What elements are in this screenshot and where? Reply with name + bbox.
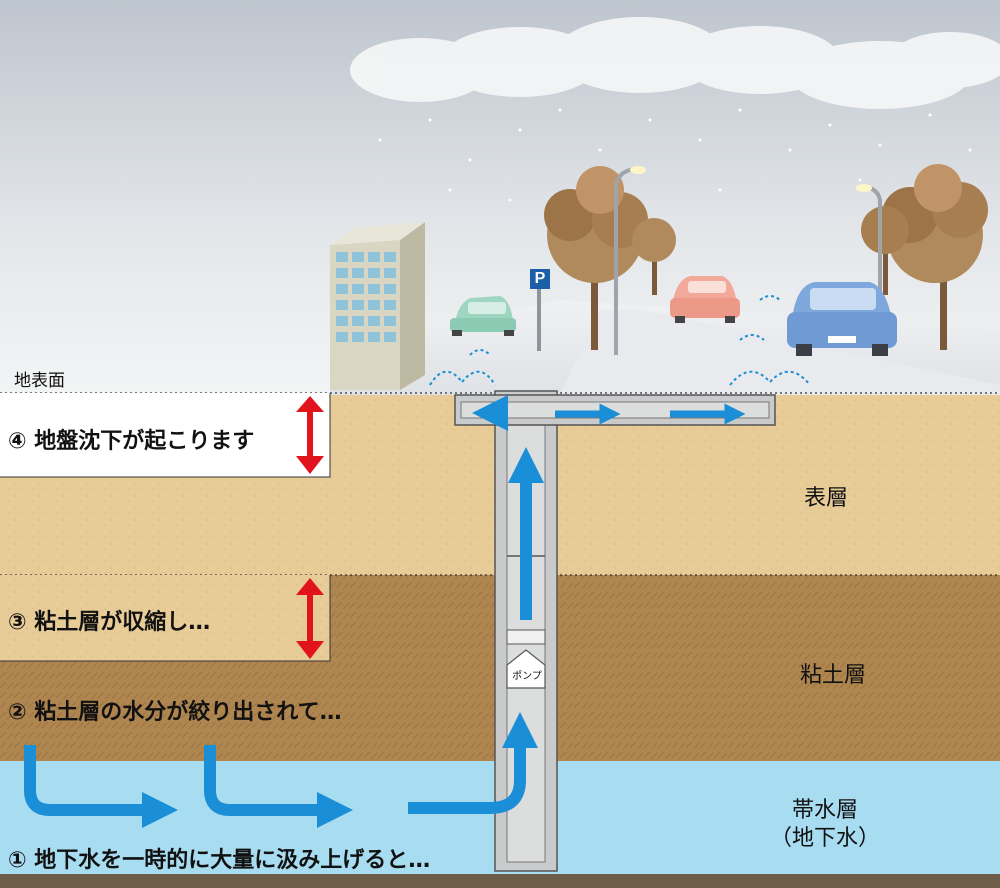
flow-arrow-2 xyxy=(204,745,353,828)
building-icon xyxy=(330,222,425,390)
aquifer-label-line2: （地下水） xyxy=(770,826,881,851)
step4-label: ④ 地盤沈下が起こります xyxy=(8,429,255,454)
pump-box xyxy=(506,649,546,689)
clay-layer-label: 粘土層 xyxy=(800,663,867,688)
sprinkler-icon xyxy=(429,295,811,386)
subsidence-arrow-clay xyxy=(296,578,324,659)
step1-label: ① 地下水を一時的に大量に汲み上げると… xyxy=(8,848,431,873)
tree-icon xyxy=(882,164,988,350)
aquifer-layer-label: 帯水層 （地下水） xyxy=(770,797,880,853)
car-icon xyxy=(670,276,740,323)
cloud-icon xyxy=(350,17,1000,109)
subsidence-arrow-top xyxy=(296,396,324,474)
parking-sign-pole xyxy=(537,289,541,351)
bedrock-layer xyxy=(0,874,1000,888)
ground-surface-label: 地表面 xyxy=(14,371,65,391)
car-icon xyxy=(450,296,516,336)
tree-icon xyxy=(632,218,676,295)
compressed-clay-area xyxy=(0,575,330,661)
step3-label: ③ 粘土層が収縮し… xyxy=(8,610,211,635)
flow-arrow-1 xyxy=(24,745,178,828)
aquifer-label-line1: 帯水層 xyxy=(791,798,858,823)
snowfall xyxy=(378,108,972,202)
parking-sign: P xyxy=(530,269,550,289)
step2-label: ② 粘土層の水分が絞り出されて… xyxy=(8,700,342,725)
flow-arrow-3 xyxy=(408,712,538,814)
tree-icon xyxy=(544,166,648,350)
car-icon xyxy=(787,282,897,356)
pump-label: ポンプ xyxy=(512,671,542,682)
tree-icon xyxy=(861,206,909,295)
surface-layer-label: 表層 xyxy=(804,486,849,511)
sidewalk xyxy=(560,310,1000,395)
subsided-area xyxy=(0,393,330,477)
water-flow-arrows xyxy=(24,395,544,828)
